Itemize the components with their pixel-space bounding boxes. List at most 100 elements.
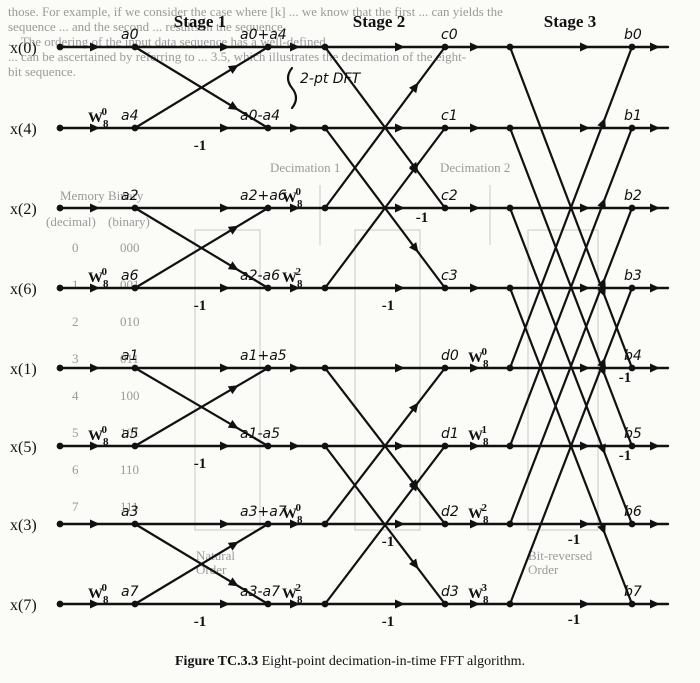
- input-label: x(1): [10, 361, 37, 378]
- stage2-node-label: a1+a5: [240, 348, 287, 364]
- signal-arrowhead: [650, 599, 660, 609]
- bg-memory-cell: 7: [72, 499, 79, 514]
- signal-arrowhead: [90, 599, 100, 609]
- flow-node: [441, 124, 449, 132]
- flow-node: [131, 124, 139, 132]
- signal-arrowhead: [220, 42, 230, 52]
- output-label: b5: [624, 426, 642, 442]
- stage-title: Stage 2: [353, 12, 405, 31]
- signal-arrowhead: [90, 42, 100, 52]
- stage3-node-label: d1: [441, 426, 459, 442]
- bg-text-line: those. For example, if we consider the c…: [8, 4, 503, 19]
- signal-arrowhead: [90, 203, 100, 213]
- signal-arrowhead: [290, 203, 300, 213]
- flow-node: [131, 43, 139, 51]
- signal-arrowhead: [220, 283, 230, 293]
- caption-figure-number: Figure TC.3.3: [175, 654, 259, 669]
- flow-node: [264, 600, 272, 608]
- stage1-node-label: a7: [121, 584, 139, 600]
- signal-wires: [58, 45, 670, 606]
- twiddle-factor-stage1: W80: [88, 106, 109, 130]
- flow-node: [131, 364, 139, 372]
- bg-table-box: [194, 229, 261, 531]
- minus-one-label: -1: [416, 210, 429, 226]
- flow-node: [56, 364, 64, 372]
- signal-arrowhead: [580, 123, 590, 133]
- flow-node: [441, 43, 449, 51]
- stage2-node-label: a1-a5: [240, 426, 280, 442]
- signal-arrowhead: [470, 203, 480, 213]
- twiddle-factor-stage2: W82: [282, 266, 303, 290]
- branch-arrowhead: [227, 225, 239, 235]
- flow-node: [131, 520, 139, 528]
- bg-memory-cell: 0: [72, 240, 79, 255]
- flow-node: [628, 284, 636, 292]
- twiddle-factor-stage1: W80: [88, 266, 109, 290]
- signal-arrowhead: [580, 441, 590, 451]
- minus-one-label: -1: [194, 298, 207, 314]
- branch-arrowhead: [408, 480, 419, 492]
- stage1-node-label: a1: [121, 348, 139, 364]
- twiddle-factor-stage3: W80: [468, 346, 489, 370]
- flow-node: [441, 284, 449, 292]
- signal-arrowhead: [395, 123, 405, 133]
- stage1-node-label: a3: [121, 504, 139, 520]
- butterfly-branch: [133, 45, 270, 130]
- bg-binary-cell: 111: [120, 499, 139, 514]
- caption-text: Eight-point decimation-in-time FFT algor…: [261, 654, 525, 669]
- signal-arrowhead: [90, 363, 100, 373]
- signal-arrowhead: [290, 283, 300, 293]
- bg-binary-cell: 110: [120, 462, 139, 477]
- signal-arrowhead: [470, 42, 480, 52]
- minus-one-label: -1: [194, 614, 207, 630]
- stage1-node-label: a4: [121, 108, 139, 124]
- output-label: b2: [624, 188, 642, 204]
- signal-arrowhead: [90, 441, 100, 451]
- branch-arrowhead: [408, 402, 419, 413]
- annotation-note: 2-pt DFT: [300, 71, 362, 87]
- flow-node: [56, 43, 64, 51]
- bg-column-header: Binary: [108, 188, 144, 203]
- input-label: x(6): [10, 281, 37, 298]
- signal-arrowhead: [470, 123, 480, 133]
- branch-arrowhead: [597, 286, 606, 298]
- twiddle-factor-stage3: W81: [468, 424, 489, 448]
- bg-binary-cell: 010: [120, 314, 140, 329]
- butterfly-branch: [508, 286, 634, 606]
- stage2-node-label: a0+a4: [240, 27, 287, 43]
- flow-node: [506, 364, 514, 372]
- signal-arrowhead: [395, 363, 405, 373]
- stage3-node-label: c1: [441, 108, 458, 124]
- bg-column-subheader: (decimal): [46, 214, 96, 229]
- bg-column-header: Decimation 1: [270, 160, 340, 175]
- signal-arrowhead: [395, 599, 405, 609]
- flow-node: [321, 284, 329, 292]
- twiddle-factor-stage3: W83: [468, 582, 489, 606]
- twiddle-factor-stage1: W80: [88, 424, 109, 448]
- branch-arrowhead: [597, 443, 606, 455]
- signal-arrowhead: [290, 42, 300, 52]
- bg-text-line: ... can be ascertained by referring to .…: [8, 49, 466, 64]
- signal-arrowhead: [580, 203, 590, 213]
- bg-text-line: sequence ... and the second ... results …: [8, 19, 283, 34]
- flow-node: [56, 600, 64, 608]
- twiddle-factor-stage3: W82: [468, 502, 489, 526]
- butterfly-branch: [133, 522, 270, 606]
- stage1-node-label: a5: [121, 426, 139, 442]
- signal-arrowhead: [580, 599, 590, 609]
- signal-arrowhead: [395, 203, 405, 213]
- stage-title: Stage 1: [174, 12, 226, 31]
- flow-node: [441, 600, 449, 608]
- bg-text-line: bit sequence.: [8, 64, 76, 79]
- flow-node: [131, 284, 139, 292]
- signal-arrowhead: [90, 519, 100, 529]
- input-label: x(4): [10, 121, 37, 138]
- signal-arrowhead: [395, 441, 405, 451]
- stage3-node-label: d0: [441, 348, 459, 364]
- flow-nodes: [56, 42, 660, 609]
- bg-binary-cell: 100: [120, 388, 140, 403]
- flow-node: [264, 442, 272, 450]
- minus-one-label: -1: [382, 534, 395, 550]
- flow-node: [321, 124, 329, 132]
- flow-node: [131, 204, 139, 212]
